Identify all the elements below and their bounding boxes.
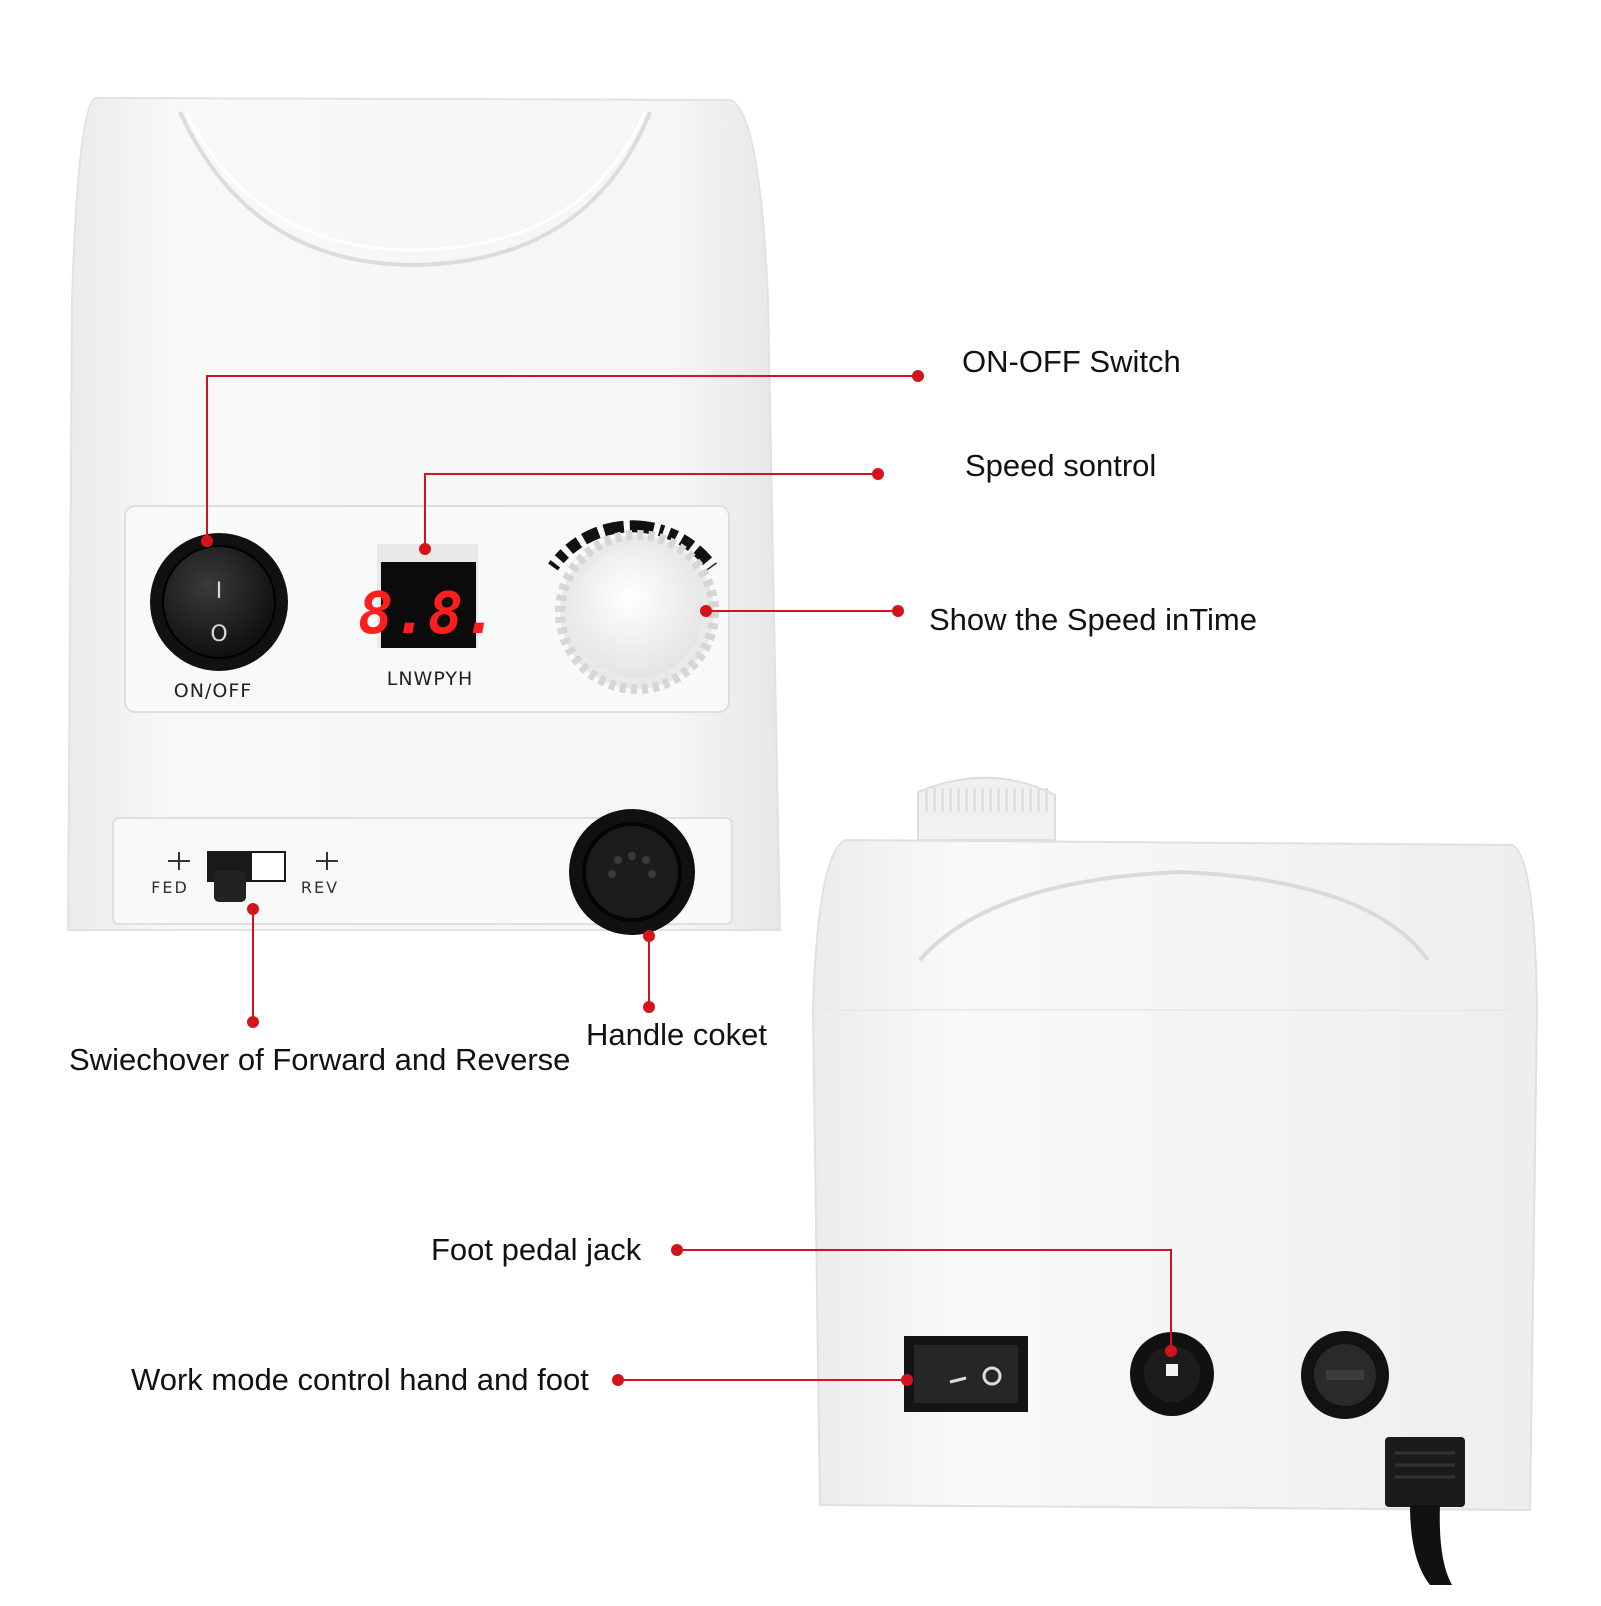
speed-scale-arc [548, 520, 717, 571]
power-switch-label: ON/OFF [174, 680, 252, 702]
forward-direction-icon [168, 852, 190, 870]
callout-on-off-switch: ON-OFF Switch [962, 344, 1181, 379]
front-unit-top-groove [178, 111, 652, 268]
leader-dots [201, 370, 1177, 1386]
leader-foot-pedal [677, 1249, 1172, 1351]
direction-slider-icon[interactable] [207, 851, 286, 902]
din-socket-icon[interactable] [569, 809, 695, 935]
power-on-mark: I [216, 579, 223, 604]
rear-unit-knob [917, 776, 1056, 841]
fuse-holder-icon[interactable] [1301, 1331, 1389, 1419]
leader-on-off [206, 375, 918, 544]
power-off-mark: O [210, 622, 227, 647]
power-plug-icon [1385, 1437, 1465, 1585]
callout-foot-pedal-jack: Foot pedal jack [431, 1232, 642, 1267]
callout-forward-reverse: Swiechover of Forward and Reverse [69, 1042, 571, 1077]
rear-unit-top-groove [918, 869, 1430, 962]
rear-unit [811, 776, 1539, 1585]
leader-lines [206, 375, 1172, 1381]
reverse-direction-icon [316, 852, 338, 870]
power-rocker-switch-icon[interactable]: I O [150, 533, 288, 671]
callout-work-mode: Work mode control hand and foot [131, 1362, 589, 1397]
speed-display: 8.8. [358, 544, 498, 648]
work-mode-switch-icon[interactable] [904, 1336, 1028, 1412]
display-label: LNWPYH [387, 668, 474, 690]
speed-display-value: 8.8. [358, 579, 498, 647]
leader-speed-control [424, 473, 878, 549]
dc-jack-icon[interactable] [1130, 1332, 1214, 1416]
callout-show-speed: Show the Speed inTime [929, 602, 1257, 637]
callout-speed-control: Speed sontrol [965, 448, 1157, 483]
callout-handle-socket: Handle coket [586, 1017, 767, 1052]
forward-label: FED [151, 878, 189, 897]
reverse-label: REV [301, 878, 339, 897]
